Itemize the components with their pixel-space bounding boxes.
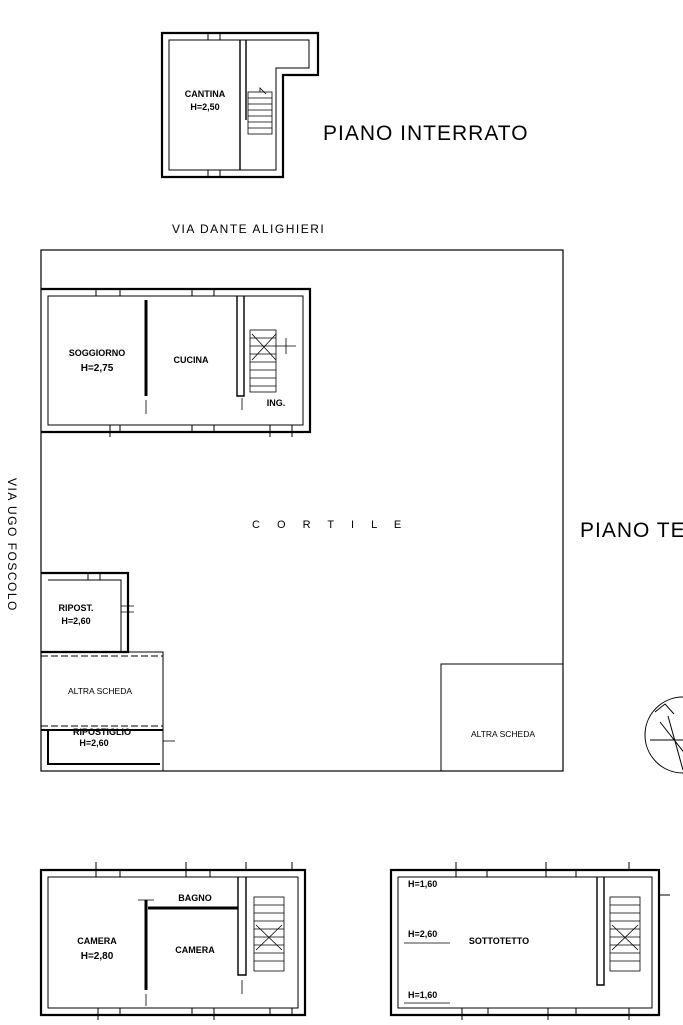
stair-icon: [247, 87, 273, 135]
ground-house-block: [41, 287, 312, 437]
ground-floor-title: PIANO TERRA: [580, 519, 683, 542]
soggiorno-label: SOGGIORNO: [69, 348, 126, 358]
street-name-top: VIA DANTE ALIGHIERI: [172, 222, 325, 236]
cantina-height: H=2,50: [190, 102, 219, 112]
ingresso-label: ING.: [267, 398, 286, 408]
soggiorno-height: H=2,75: [81, 363, 114, 374]
street-name-side: VIA UGO FOSCOLO: [5, 478, 19, 612]
camera-left-height: H=2,80: [81, 951, 114, 962]
stair-icon: [609, 896, 641, 972]
courtyard-label: C O R T I L E: [252, 519, 408, 531]
cantina-label: CANTINA: [185, 89, 226, 99]
sottotetto-height-top: H=1,60: [408, 879, 437, 889]
basement-floor-title: PIANO INTERRATO: [323, 122, 529, 145]
ripost-height: H=2,60: [61, 616, 90, 626]
cucina-label: CUCINA: [174, 355, 209, 365]
ripostiglio-height: H=2,60: [79, 738, 108, 748]
camera-right-label: CAMERA: [175, 945, 215, 955]
bagno-label: BAGNO: [178, 893, 212, 903]
sottotetto-label: SOTTOTETTO: [469, 936, 529, 946]
attic-plan: [389, 862, 670, 1020]
ripost-label: RIPOST.: [58, 603, 93, 613]
north-arrow-icon: [644, 696, 683, 774]
courtyard-boundary: [40, 249, 564, 772]
ripostiglio-label: RIPOSTIGLIO: [73, 727, 131, 737]
altra-scheda-right-box: [440, 663, 564, 772]
ground-storage-block: [41, 571, 175, 771]
stair-icon: [253, 896, 285, 972]
altra-scheda-right-label: ALTRA SCHEDA: [471, 729, 535, 739]
sottotetto-height-mid: H=2,60: [408, 929, 437, 939]
first-floor-plan: [39, 862, 307, 1020]
sottotetto-height-bottom: H=1,60: [408, 990, 437, 1000]
stair-icon: [249, 329, 296, 393]
camera-left-label: CAMERA: [77, 936, 117, 946]
basement-plan: [160, 31, 320, 179]
altra-scheda-left-label: ALTRA SCHEDA: [68, 686, 132, 696]
